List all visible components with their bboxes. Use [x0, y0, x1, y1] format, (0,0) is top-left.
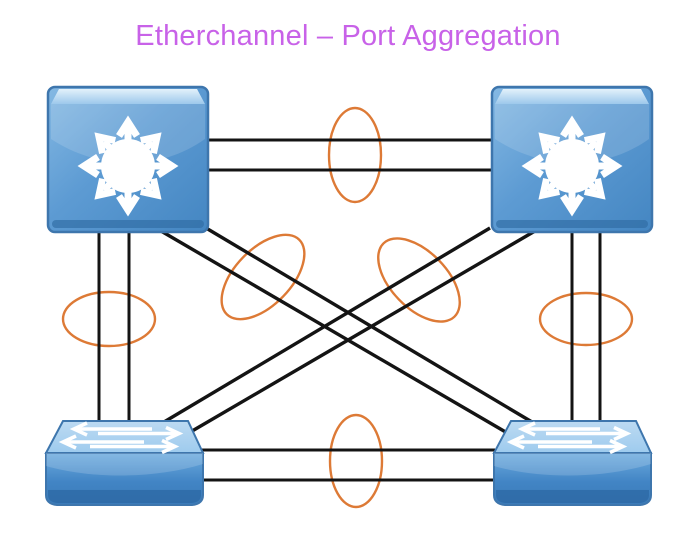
etherchannel-oval-top	[327, 106, 383, 204]
etherchannel-oval-bottom	[328, 413, 384, 509]
etherchannel-oval-cross-right	[377, 237, 461, 323]
multilayer-switch-top-right	[492, 87, 652, 232]
multilayer-switch-icon	[492, 87, 652, 232]
diagram-title: Etherchannel – Port Aggregation	[135, 20, 561, 52]
cable-cross-tr-bl-a	[163, 226, 491, 424]
cable-cross-tl-br-b	[160, 229, 510, 436]
workgroup-switch-icon	[492, 419, 653, 507]
cable-cross-tr-bl-b	[186, 229, 536, 436]
workgroup-switch-icon	[44, 419, 205, 507]
multilayer-switch-top-left	[48, 87, 208, 232]
cable-cross-tl-br-a	[205, 226, 533, 424]
access-switch-bottom-right	[492, 419, 653, 507]
etherchannel-oval-left	[61, 290, 157, 348]
access-switch-bottom-left	[44, 419, 205, 507]
etherchannel-oval-cross-left	[220, 233, 306, 321]
multilayer-switch-icon	[48, 87, 208, 232]
etherchannel-oval-right	[538, 291, 634, 347]
